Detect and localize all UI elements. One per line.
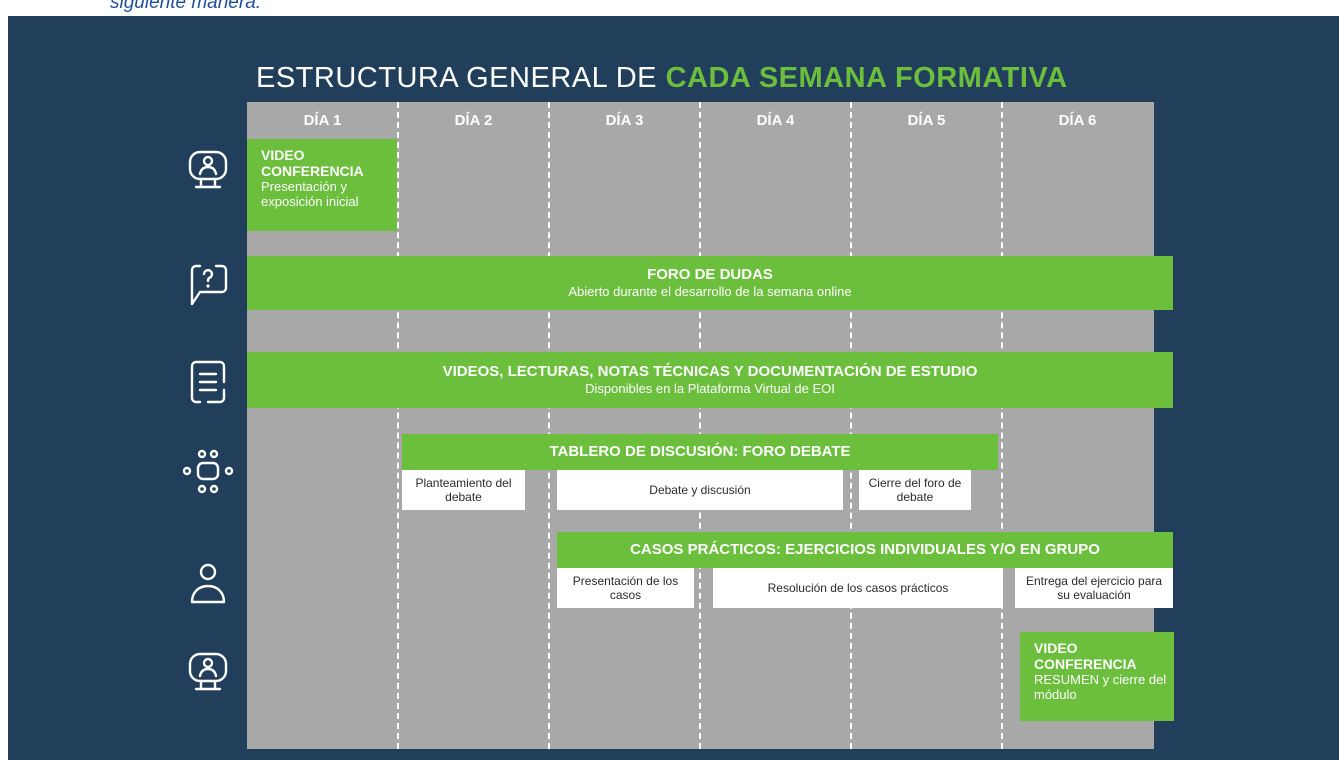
video-conference-icon — [178, 648, 238, 700]
document-icon — [178, 356, 238, 408]
tablero-step: Cierre del foro de debate — [859, 470, 971, 510]
block-heading: VIDEO CONFERENCIA — [1034, 640, 1137, 672]
casos-practicos-band: CASOS PRÁCTICOS: EJERCICIOS INDIVIDUALES… — [557, 532, 1173, 568]
band-heading: TABLERO DE DISCUSIÓN: FORO DEBATE — [549, 443, 851, 460]
user-icon — [178, 558, 238, 610]
block-heading: VIDEO CONFERENCIA — [261, 147, 364, 179]
week-grid: DÍA 1 DÍA 2 DÍA 3 DÍA 4 DÍA 5 DÍA 6 VIDE… — [247, 102, 1174, 749]
foro-dudas-band: FORO DE DUDAS Abierto durante el desarro… — [247, 256, 1173, 310]
day-header: DÍA 5 — [907, 112, 946, 129]
block-subtitle: RESUMEN y cierre del módulo — [1034, 672, 1167, 702]
group-discussion-icon — [178, 446, 238, 498]
top-caption: siguiente manera: — [110, 0, 262, 13]
video-conference-icon — [178, 146, 238, 198]
diagram-panel: ESTRUCTURA GENERAL DE CADA SEMANA FORMAT… — [8, 16, 1339, 760]
day-divider — [699, 102, 701, 749]
day-divider — [397, 102, 399, 749]
diagram-title: ESTRUCTURA GENERAL DE CADA SEMANA FORMAT… — [256, 62, 1068, 95]
tablero-step: Debate y discusión — [557, 470, 843, 510]
band-heading: FORO DE DUDAS — [647, 266, 773, 283]
title-prefix: ESTRUCTURA GENERAL DE — [256, 62, 666, 94]
band-heading: VIDEOS, LECTURAS, NOTAS TÉCNICAS Y DOCUM… — [442, 363, 978, 380]
title-accent: CADA SEMANA FORMATIVA — [665, 62, 1068, 94]
block-subtitle: Presentación y exposición inicial — [261, 179, 359, 209]
casos-step: Presentación de los casos — [557, 568, 694, 608]
day-divider — [1001, 102, 1003, 749]
day-header: DÍA 2 — [454, 112, 493, 129]
band-subtitle: Disponibles en la Plataforma Virtual de … — [585, 381, 835, 396]
tablero-step: Planteamiento del debate — [402, 470, 525, 510]
question-chat-icon — [178, 260, 238, 312]
day-header: DÍA 1 — [303, 112, 342, 129]
casos-step: Resolución de los casos prácticos — [713, 568, 1003, 608]
casos-step: Entrega del ejercicio para su evaluación — [1015, 568, 1173, 608]
day-header: DÍA 4 — [756, 112, 795, 129]
day-divider — [850, 102, 852, 749]
study-materials-band: VIDEOS, LECTURAS, NOTAS TÉCNICAS Y DOCUM… — [247, 352, 1173, 408]
video-conference-start-block: VIDEO CONFERENCIA Presentación y exposic… — [247, 139, 397, 231]
band-heading: CASOS PRÁCTICOS: EJERCICIOS INDIVIDUALES… — [630, 541, 1100, 558]
day-header: DÍA 6 — [1058, 112, 1097, 129]
tablero-discusion-band: TABLERO DE DISCUSIÓN: FORO DEBATE — [402, 434, 998, 470]
band-subtitle: Abierto durante el desarrollo de la sema… — [568, 284, 852, 299]
day-header: DÍA 3 — [605, 112, 644, 129]
day-divider — [548, 102, 550, 749]
video-conference-end-block: VIDEO CONFERENCIA RESUMEN y cierre del m… — [1020, 632, 1174, 721]
